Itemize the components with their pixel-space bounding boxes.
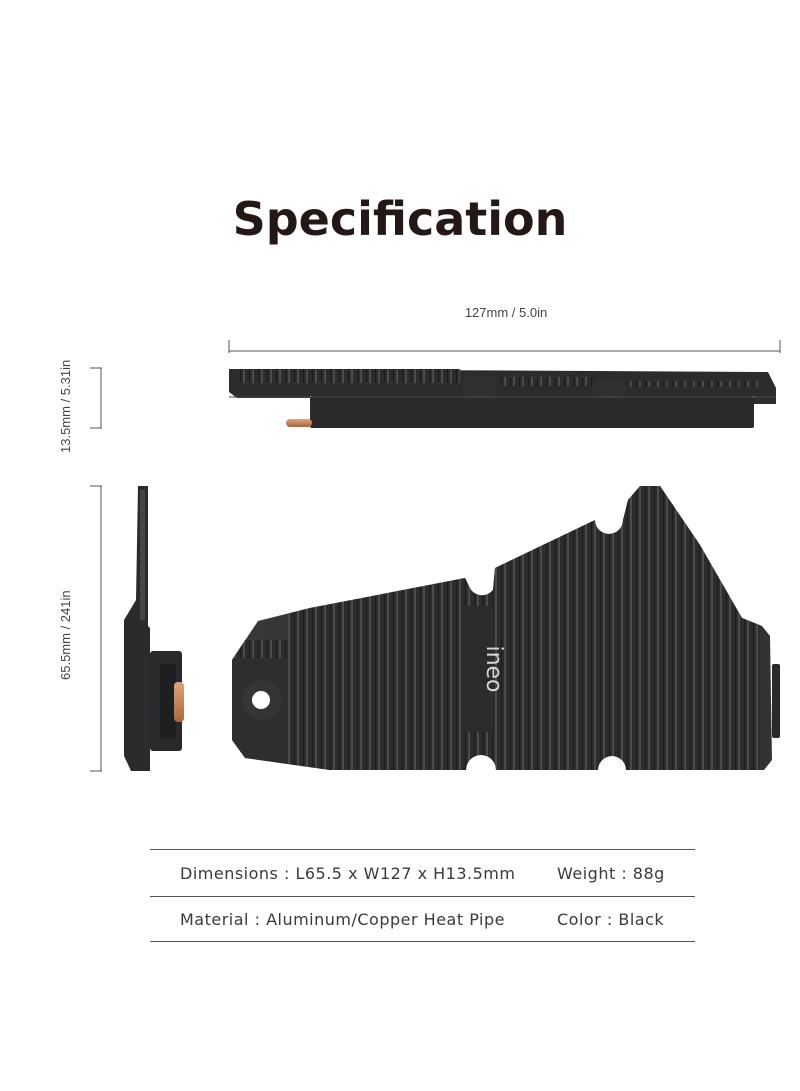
mount-hole-icon [252,691,270,709]
weight-spec: Weight : 88g [557,864,665,883]
height-dimension-line [90,367,102,429]
copper-heat-pipe-icon [286,419,312,427]
heatsink-top-view: ineo [232,486,780,770]
brand-logo: ineo [481,645,506,692]
copper-heat-pipe-icon [174,682,184,722]
table-rule-middle [150,896,695,897]
length-dimension-line [228,340,781,353]
color-spec: Color : Black [557,910,665,929]
heatsink-edge-view [124,486,184,771]
width-dimension-line [90,485,102,772]
table-rule-bottom [150,941,695,942]
table-rule-top [150,849,695,850]
heatsink-side-profile [229,369,776,428]
material-spec: Material : Aluminum/Copper Heat Pipe [180,910,505,929]
length-dimension-label: 127mm / 5.0in [464,305,548,320]
dimensions-spec: Dimensions : L65.5 x W127 x H13.5mm [180,864,516,883]
page-title: Specification [232,192,568,246]
